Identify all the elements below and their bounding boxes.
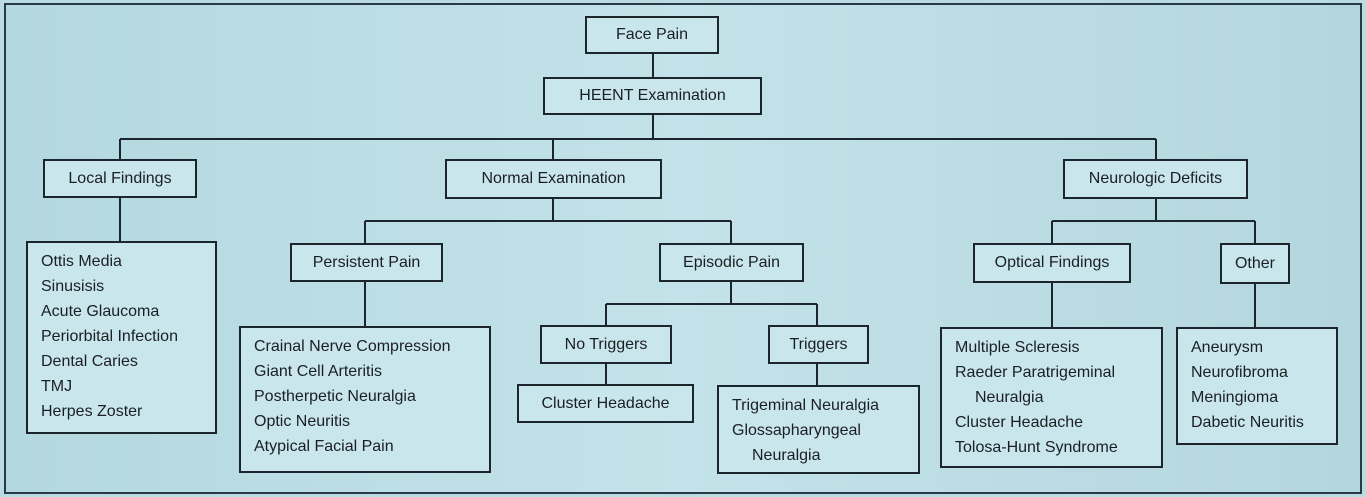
- list-item: Aneurysm: [1191, 339, 1264, 356]
- node-normal-examination: Normal Examination: [445, 159, 662, 199]
- node-cluster-headache: Cluster Headache: [517, 384, 694, 423]
- node-episodic-pain: Episodic Pain: [659, 243, 804, 282]
- node-neurologic-deficits: Neurologic Deficits: [1063, 159, 1248, 199]
- node-optical-findings: Optical Findings: [973, 243, 1131, 283]
- list-local-findings: Ottis Media Sinusisis Acute Glaucoma Per…: [26, 241, 217, 434]
- list-item: TMJ: [41, 378, 73, 395]
- list-item: Ottis Media: [41, 253, 122, 270]
- list-item: Postherpetic Neuralgia: [254, 388, 416, 405]
- node-heent-examination: HEENT Examination: [543, 77, 762, 115]
- list-item: Dental Caries: [41, 353, 138, 370]
- node-triggers: Triggers: [768, 325, 869, 364]
- list-item: Optic Neuritis: [254, 413, 351, 430]
- list-item: Sinusisis: [41, 278, 105, 295]
- list-item: Raeder Paratrigeminal: [955, 364, 1116, 381]
- list-item: Trigeminal Neuralgia: [732, 397, 880, 414]
- node-no-triggers: No Triggers: [540, 325, 672, 364]
- list-item: Cluster Headache: [955, 414, 1084, 431]
- list-optical-findings: Multiple Scleresis Raeder Paratrigeminal…: [940, 327, 1163, 468]
- list-item: Neuralgia: [752, 447, 821, 464]
- list-item: Multiple Scleresis: [955, 339, 1080, 356]
- node-other: Other: [1220, 243, 1290, 284]
- list-item: Tolosa-Hunt Syndrome: [955, 439, 1118, 456]
- list-triggers: Trigeminal Neuralgia Glossapharyngeal Ne…: [717, 385, 920, 474]
- list-item: Atypical Facial Pain: [254, 438, 394, 455]
- list-item: Meningioma: [1191, 389, 1279, 406]
- list-item: Herpes Zoster: [41, 403, 143, 420]
- node-local-findings: Local Findings: [43, 159, 197, 198]
- list-item: Giant Cell Arteritis: [254, 363, 383, 380]
- list-item: Dabetic Neuritis: [1191, 414, 1304, 431]
- node-persistent-pain: Persistent Pain: [290, 243, 443, 282]
- list-persistent-pain: Crainal Nerve Compression Giant Cell Art…: [239, 326, 491, 473]
- list-item: Acute Glaucoma: [41, 303, 160, 320]
- list-other: Aneurysm Neurofibroma Meningioma Dabetic…: [1176, 327, 1338, 445]
- list-item: Glossapharyngeal: [732, 422, 861, 439]
- list-item: Neuralgia: [975, 389, 1044, 406]
- list-item: Neurofibroma: [1191, 364, 1288, 381]
- node-face-pain: Face Pain: [585, 16, 719, 54]
- list-item: Periorbital Infection: [41, 328, 178, 345]
- list-item: Crainal Nerve Compression: [254, 338, 451, 355]
